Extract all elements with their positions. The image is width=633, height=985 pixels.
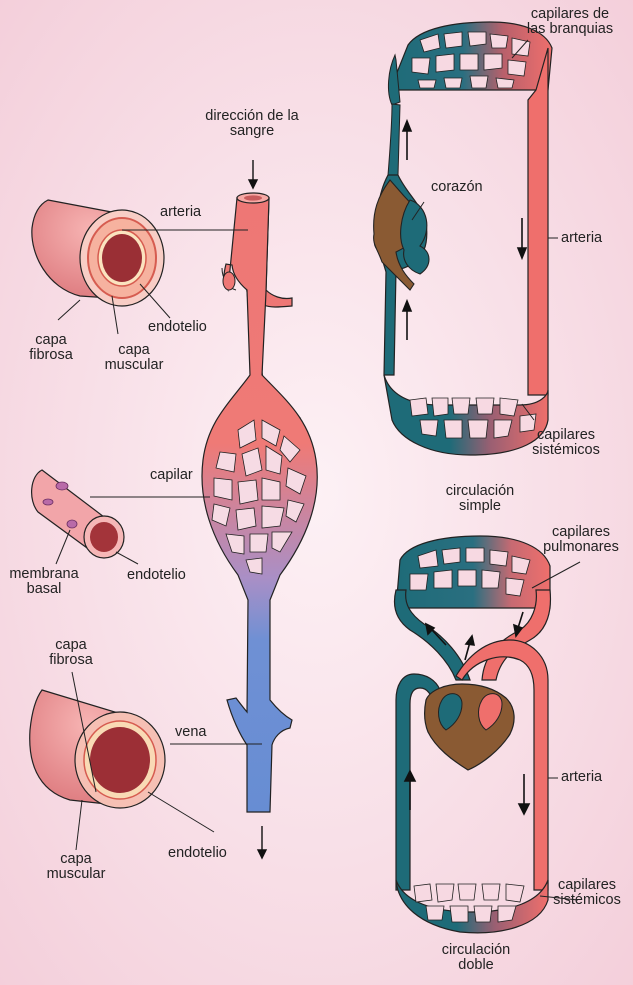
capillary-label: capilar <box>150 468 193 483</box>
gill-capillaries-line2: las branquias <box>508 22 632 37</box>
double-systemic-capillaries-label: capilares sistémicos <box>541 878 633 908</box>
artery-cross-section <box>32 200 164 306</box>
simple-circulation <box>374 22 552 455</box>
vein-muscular-line1: capa <box>36 852 116 867</box>
pulmonary-line1: capilares <box>533 525 629 540</box>
gill-capillaries-label: capilares de las branquias <box>508 7 632 37</box>
artery-muscular-layer-label: capa muscular <box>94 343 174 373</box>
artery-fibrous-line2: fibrosa <box>16 348 86 363</box>
double-circulation-title: circulación doble <box>420 943 532 973</box>
simple-artery-label: arteria <box>561 231 602 246</box>
vein-muscular-layer-label: capa muscular <box>36 852 116 882</box>
up-arrow-icon <box>403 121 411 160</box>
direction-label: dirección de la sangre <box>182 109 322 139</box>
direction-label-line1: dirección de la <box>182 109 322 124</box>
simple-systemic-capillaries-label: capilares sistémicos <box>518 428 614 458</box>
down-arrow-icon <box>249 160 257 188</box>
leader-lines-right <box>412 40 580 900</box>
vein-fibrous-line1: capa <box>36 638 106 653</box>
heart-label: corazón <box>431 180 483 195</box>
simple-title-line1: circulación <box>424 484 536 499</box>
simple-systemic-line2: sistémicos <box>518 443 614 458</box>
vein-fibrous-layer-label: capa fibrosa <box>36 638 106 668</box>
artery-endothelium-label: endotelio <box>148 320 207 335</box>
double-systemic-line1: capilares <box>541 878 633 893</box>
artery-muscular-line2: muscular <box>94 358 174 373</box>
double-title-line2: doble <box>420 958 532 973</box>
up-arrow-icon <box>403 301 411 340</box>
simple-title-line2: simple <box>424 499 536 514</box>
basal-membrane-label: membrana basal <box>4 567 84 597</box>
simple-circulation-title: circulación simple <box>424 484 536 514</box>
capillary-endothelium-label: endotelio <box>127 568 186 583</box>
vein-cross-section <box>30 690 165 808</box>
vein-endothelium-label: endotelio <box>168 846 227 861</box>
double-systemic-line2: sistémicos <box>541 893 633 908</box>
artery-fibrous-layer-label: capa fibrosa <box>16 333 86 363</box>
direction-label-line2: sangre <box>182 124 322 139</box>
double-title-line1: circulación <box>420 943 532 958</box>
pulmonary-capillaries-label: capilares pulmonares <box>533 525 629 555</box>
down-arrow-icon <box>258 826 266 858</box>
double-circulation <box>395 536 551 933</box>
vein-label: vena <box>175 725 206 740</box>
vein-fibrous-line2: fibrosa <box>36 653 106 668</box>
artery-muscular-line1: capa <box>94 343 174 358</box>
gill-capillaries-line1: capilares de <box>508 7 632 22</box>
pulmonary-line2: pulmonares <box>533 540 629 555</box>
artery-fibrous-line1: capa <box>16 333 86 348</box>
vein-muscular-line2: muscular <box>36 867 116 882</box>
capillary-cross-section <box>32 470 124 558</box>
basal-membrane-line2: basal <box>4 582 84 597</box>
down-arrow-icon <box>518 218 526 258</box>
simple-systemic-line1: capilares <box>518 428 614 443</box>
artery-label: arteria <box>160 205 201 220</box>
down-arrow-icon <box>519 774 529 814</box>
vessel-system <box>202 193 317 812</box>
basal-membrane-line1: membrana <box>4 567 84 582</box>
double-artery-label: arteria <box>561 770 602 785</box>
